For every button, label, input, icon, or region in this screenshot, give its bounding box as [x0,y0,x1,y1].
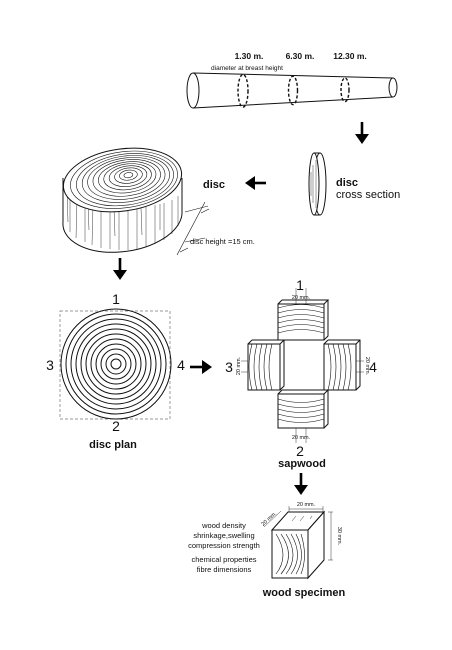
disc-title: disc [203,179,225,191]
sapwood-dim-top: 20 mm. [292,295,311,301]
sapwood-pieces [241,288,364,443]
cross-section-title: disc [336,177,358,189]
height-label-2: 6.30 m. [286,51,315,61]
cross-section-disc [308,152,327,216]
sapwood-title: sapwood [278,458,326,470]
cut-line-12-30 [340,77,350,103]
arrow-right-1 [190,360,212,374]
sapwood-piece-top [277,299,330,341]
wood-specimen [263,506,333,580]
arrow-down-2 [113,258,127,280]
sapwood-num-3: 3 [225,359,233,375]
sapwood-dim-left: 20 mm. [236,356,242,375]
disc-plan-title: disc plan [89,439,137,451]
disc-plan [59,308,172,420]
specimen-dim-width: 20 mm. [297,502,316,508]
sapwood-dim-right: 20 mm. [364,357,370,376]
height-label-1: 1.30 m. [235,51,264,61]
tree-trunk: 1.30 m. 6.30 m. 12.30 m. diameter at bre… [186,51,398,109]
plan-num-1: 1 [112,291,120,307]
cross-section-subtitle: cross section [336,189,400,201]
property-shrinkage: shrinkage,swelling [193,531,254,540]
property-wood-density: wood density [201,521,246,530]
arrow-down-1 [355,122,369,144]
arrow-down-3 [294,473,308,495]
sapwood-piece-left [247,339,285,391]
dbh-label: diameter at breast height [211,65,283,72]
plan-num-4: 4 [177,357,185,373]
cut-line-1-30 [237,73,249,108]
cut-line-6-30 [287,75,299,106]
plan-num-2: 2 [112,418,120,434]
plan-num-3: 3 [46,357,54,373]
sapwood-piece-right [323,339,361,391]
property-compression: compression strength [188,541,260,550]
sapwood-num-4: 4 [369,359,377,375]
arrow-left-1 [245,176,266,190]
sapwood-piece-bottom [277,389,330,429]
height-label-3: 12.30 m. [333,51,367,61]
sapwood-num-1: 1 [296,277,304,293]
wood-specimen-title: wood specimen [262,587,346,599]
disc-3d [62,147,210,256]
sapwood-num-2: 2 [296,443,304,459]
property-fibre: fibre dimensions [197,565,252,574]
specimen-properties: wood density shrinkage,swelling compress… [188,521,260,574]
property-chemical: chemical properties [191,555,256,564]
sapwood-dim-bottom: 20 mm. [292,435,311,441]
specimen-dim-height: 30 mm. [336,527,342,546]
disc-height-label: disc height =15 cm. [190,237,255,246]
